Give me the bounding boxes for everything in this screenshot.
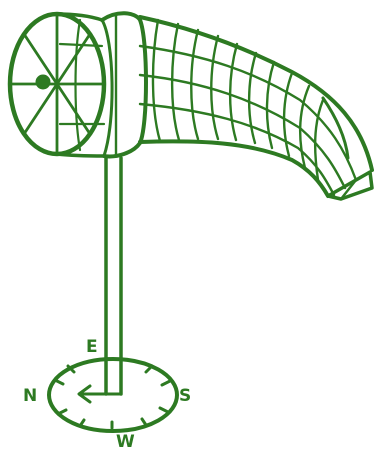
compass-north-label: N <box>23 386 37 406</box>
windsock-collar <box>102 13 146 156</box>
compass-south-label: S <box>179 386 191 406</box>
wind-direction-arrow-icon <box>79 386 106 402</box>
hub-dot <box>36 75 50 89</box>
windsock-body <box>140 17 372 199</box>
compass-east-label: E <box>86 337 98 357</box>
windsock-mouth <box>10 14 104 156</box>
compass-west-label: W <box>116 432 135 451</box>
